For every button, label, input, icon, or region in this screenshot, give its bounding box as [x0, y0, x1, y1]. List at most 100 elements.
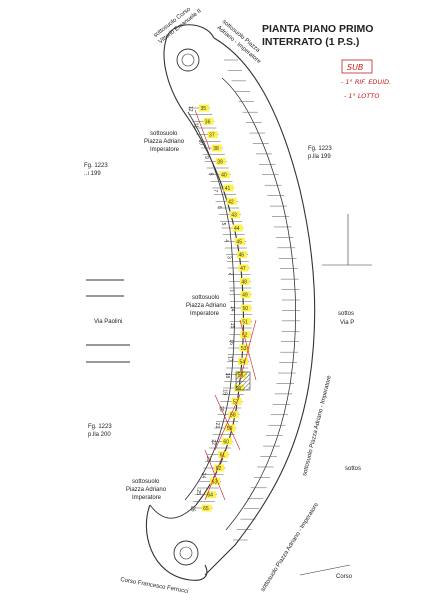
highlighted-stall	[236, 251, 247, 259]
label-right-edge-1: sottos	[338, 311, 354, 317]
stall-number: 37	[209, 133, 215, 139]
stall-number: 62	[216, 466, 222, 472]
label-via-paolini: Via Paolini	[94, 319, 122, 325]
highlighted-stall	[207, 131, 218, 139]
stall-number: 52	[242, 333, 248, 339]
stall-number: 38	[213, 146, 219, 152]
plan-title-line2: INTERRATO (1 P.S.)	[262, 36, 359, 48]
stall-number-left: 4	[223, 239, 229, 242]
highlighted-stall	[214, 464, 225, 472]
label-piazza-left-lower-3: Imperatore	[132, 495, 162, 501]
stall-number: 63	[212, 479, 218, 485]
bottom-spiral-stair	[173, 540, 199, 566]
stall-number-left: 18	[224, 373, 230, 379]
annotation-note-1: - 1° RIF. EDUID.	[341, 78, 391, 86]
highlighted-stall	[234, 237, 245, 245]
label-piazza-left-lower-2: Piazza Adriano	[126, 487, 167, 493]
stall-number: 60	[223, 439, 229, 445]
highlighted-stall	[238, 264, 249, 272]
highlighted-stall	[203, 117, 214, 125]
stall-number-left: 16	[228, 339, 234, 345]
sub-annotation: SUB	[347, 63, 363, 72]
label-right-edge-lower: sottos	[345, 466, 361, 472]
stall-number: 58	[230, 413, 236, 419]
highlighted-stall	[240, 291, 251, 299]
stall-number: 47	[240, 266, 246, 272]
stall-number: 50	[242, 306, 248, 312]
outer-wall-right-inner	[221, 77, 296, 531]
highlighted-stall	[211, 144, 222, 152]
sub-annotation-box	[341, 59, 373, 74]
highlighted-stall	[225, 424, 236, 432]
outer-wall-left-lower	[149, 504, 197, 519]
stall-number-left: 9	[203, 156, 209, 159]
stall-number-left: 15	[229, 323, 235, 329]
stall-number-left: 7	[212, 189, 218, 192]
highlighted-stall	[228, 411, 239, 419]
stall-number: 51	[242, 319, 248, 325]
highlighted-stall	[232, 224, 243, 232]
stall-number: 40	[221, 173, 227, 179]
stall-number: 39	[217, 159, 223, 165]
stall-number: 46	[238, 253, 244, 259]
stall-number-left: 24	[200, 473, 206, 479]
stall-number: 48	[241, 279, 247, 285]
top-ramp-outline	[165, 24, 215, 41]
stall-number: 59	[227, 426, 233, 432]
stall-number-left: 23	[205, 456, 211, 462]
highlighted-stall	[239, 344, 250, 352]
stall-number-left: 10	[198, 139, 204, 145]
label-piazza-mid-2: Piazza Adriano	[186, 303, 227, 309]
outer-wall-right	[204, 37, 316, 576]
stall-number-left: 12	[187, 106, 193, 112]
stall-number-left: 1	[228, 289, 234, 292]
stall-number: 53	[241, 346, 247, 352]
stall-number: 54	[240, 359, 246, 365]
inner-wall-left-2	[184, 111, 235, 501]
bottom-ramp-outline	[145, 504, 208, 581]
label-piazza-left-lower-1: sottosuolo	[132, 479, 160, 485]
stall-number-left: 22	[210, 439, 216, 445]
highlighted-stall	[240, 317, 251, 325]
highlighted-stall	[210, 477, 221, 485]
label-corso-right: Corso	[336, 574, 353, 580]
stall-number: 41	[225, 186, 231, 192]
label-piazza-mid-1: sottosuolo	[192, 295, 220, 301]
annotation-note-2: - 1° LOTTO	[344, 92, 379, 100]
stall-number-left: 3	[225, 256, 231, 259]
highlighted-stall	[231, 397, 242, 405]
highlighted-stall	[240, 331, 251, 339]
stall-number: 35	[201, 106, 207, 112]
top-spiral-stair	[176, 48, 200, 72]
stall-number-left: 17	[226, 356, 232, 362]
label-right-edge-2: Via P	[340, 320, 354, 326]
stall-number: 64	[207, 493, 213, 499]
highlighted-stall	[201, 504, 212, 512]
stall-number-left: 8	[208, 173, 214, 176]
highlighted-stall	[219, 171, 230, 179]
stall-number: 36	[205, 119, 211, 125]
plan-title-line1: PIANTA PIANO PRIMO	[262, 23, 373, 35]
highlighted-stall	[239, 277, 250, 285]
stall-number: 49	[242, 293, 248, 299]
stall-number-left: 5	[220, 223, 226, 226]
highlighted-stall	[229, 211, 240, 219]
label-fg-right-top-1: Fg. 1223	[308, 146, 332, 152]
stall-number-left: 26	[190, 506, 196, 512]
label-fg-left-bottom-2: p.lla 200	[88, 432, 111, 438]
label-piazza-right-vertical: sottosuolo Piazza Adriano - Imperatore	[302, 374, 333, 476]
red-marks	[194, 109, 257, 501]
label-piazza-mid-3: Imperatore	[190, 311, 220, 317]
highlighted-stall	[223, 184, 234, 192]
highlighted-stall	[215, 157, 226, 165]
label-fg-left-top-2: ..ı 199	[84, 171, 101, 177]
left-stall-numbers: 1211109876543211415161718192021222324252…	[187, 106, 235, 512]
stall-number-left: 2	[227, 273, 233, 276]
highlighted-stall	[221, 437, 232, 445]
stall-number: 42	[228, 199, 234, 205]
stall-number-left: 6	[216, 206, 222, 209]
stall-number: 45	[236, 239, 242, 245]
label-fg-right-top-2: p.lla 199	[308, 154, 331, 160]
